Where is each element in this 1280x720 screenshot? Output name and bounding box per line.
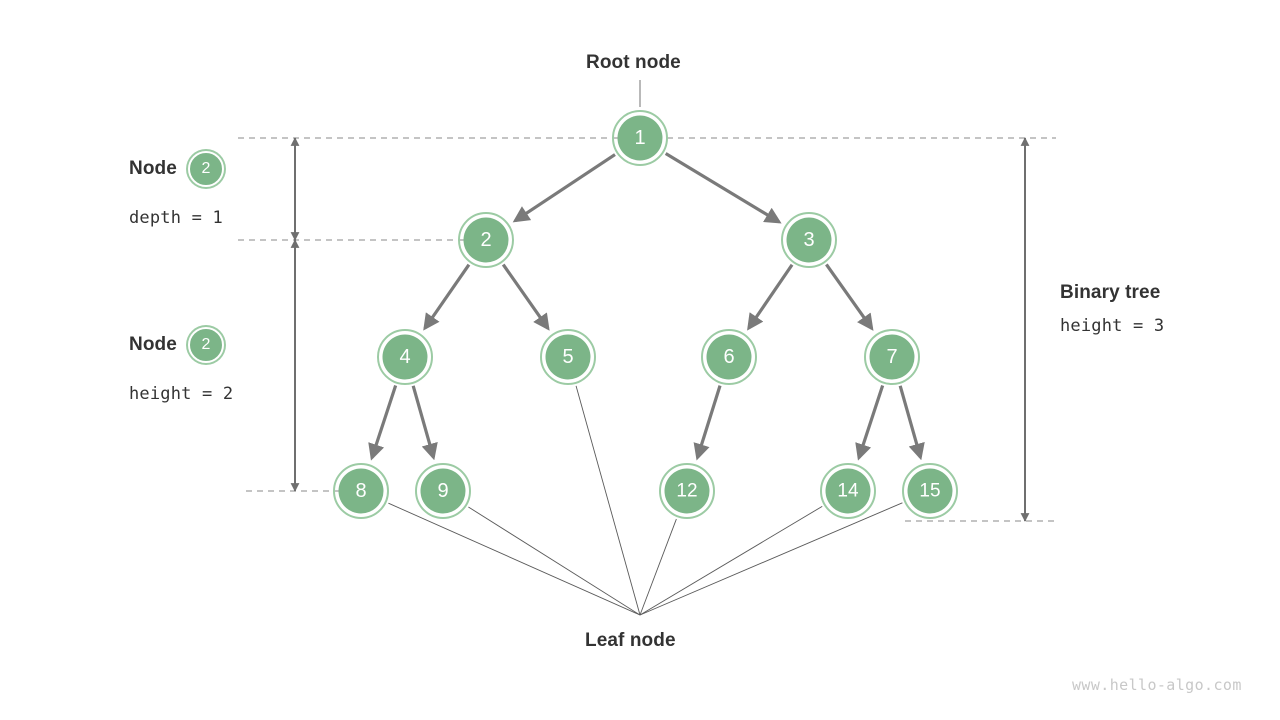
node-fill [869,334,915,380]
tree-edge-2-5 [501,263,550,331]
leaf-leader-line-5 [575,385,641,616]
tree-edge-4-9 [411,385,438,461]
tree-node-7[interactable]: 7 [864,329,920,385]
annotation-node-height: Node 2 [129,327,224,363]
leaf-leader-lines [388,385,903,616]
tree-edge-1-3 [664,152,782,224]
node-fill [825,468,871,514]
annotation-node-height-label: Node [129,334,177,355]
node-value: 1 [634,127,645,149]
tree-edge-4-8 [368,385,398,461]
node-value: 6 [723,346,734,368]
node-value: 5 [562,346,573,368]
node-fill [338,468,384,514]
tree-node-9[interactable]: 9 [415,463,471,519]
annotation-tree-height-detail: height = 3 [1060,316,1165,336]
node-value: 4 [399,346,410,368]
node-fill [907,468,953,514]
node-outer-ring [540,329,596,385]
tree-edge-6-12 [693,385,722,461]
annotation-node-depth-detail: depth = 1 [129,208,223,228]
node-value: 7 [886,346,897,368]
tree-node-14[interactable]: 14 [820,463,876,519]
node-outer-ring [458,212,514,268]
node-value: 9 [437,480,448,502]
annotation-node-height-badge: 2 [187,327,224,363]
annotation-node-height-detail: height = 2 [129,384,234,404]
tree-node-3[interactable]: 3 [781,212,837,268]
node-outer-ring [612,110,668,166]
node-outer-ring [781,212,837,268]
node-value: 12 [676,481,697,502]
leaf-node-label: Leaf node [585,630,676,651]
tree-node-15[interactable]: 15 [902,463,958,519]
node-fill [664,468,710,514]
node-outer-ring [820,463,876,519]
tree-edge-3-6 [747,263,794,331]
node-fill [786,217,832,263]
leaf-leader-line-8 [388,502,641,616]
root-node-label: Root node [586,52,681,73]
node-outer-ring [415,463,471,519]
node-value: 8 [355,480,366,502]
tree-edge-2-4 [423,263,471,331]
measurement-arrows [290,137,1030,522]
node-fill [420,468,466,514]
tree-node-1[interactable]: 1 [612,110,668,166]
node-outer-ring [333,463,389,519]
annotation-node-depth-badge: 2 [187,151,224,187]
leaf-leader-line-12 [639,518,677,616]
node-fill [706,334,752,380]
tree-node-12[interactable]: 12 [659,463,715,519]
leaf-leader-line-14 [639,505,823,616]
annotation-node-depth-label: Node [129,158,177,179]
node-value: 14 [837,481,859,502]
node-fill [617,115,663,161]
node-outer-ring [864,329,920,385]
tree-edge-7-15 [898,385,925,461]
tree-node-6[interactable]: 6 [701,329,757,385]
tree-edge-1-2 [512,153,616,223]
node-value: 2 [480,229,491,251]
tree-edge-7-14 [855,385,885,461]
leaf-leader-line-15 [639,502,903,616]
annotation-tree-height-label: Binary tree [1060,282,1161,303]
tree-node-8[interactable]: 8 [333,463,389,519]
annotation-node-depth: Node 2 [129,151,224,187]
tree-node-4[interactable]: 4 [377,329,433,385]
tree-node-5[interactable]: 5 [540,329,596,385]
node-value: 15 [919,481,940,502]
node-outer-ring [377,329,433,385]
node-outer-ring [902,463,958,519]
tree-edge-3-7 [825,263,874,331]
node-outer-ring [659,463,715,519]
node-fill [382,334,428,380]
tree-node-2[interactable]: 2 [458,212,514,268]
watermark: www.hello-algo.com [1072,676,1242,694]
node-fill [545,334,591,380]
leaf-leader-line-9 [468,506,641,616]
tree-edges [368,152,925,461]
node-outer-ring [701,329,757,385]
node-fill [463,217,509,263]
node-value: 3 [803,229,814,251]
